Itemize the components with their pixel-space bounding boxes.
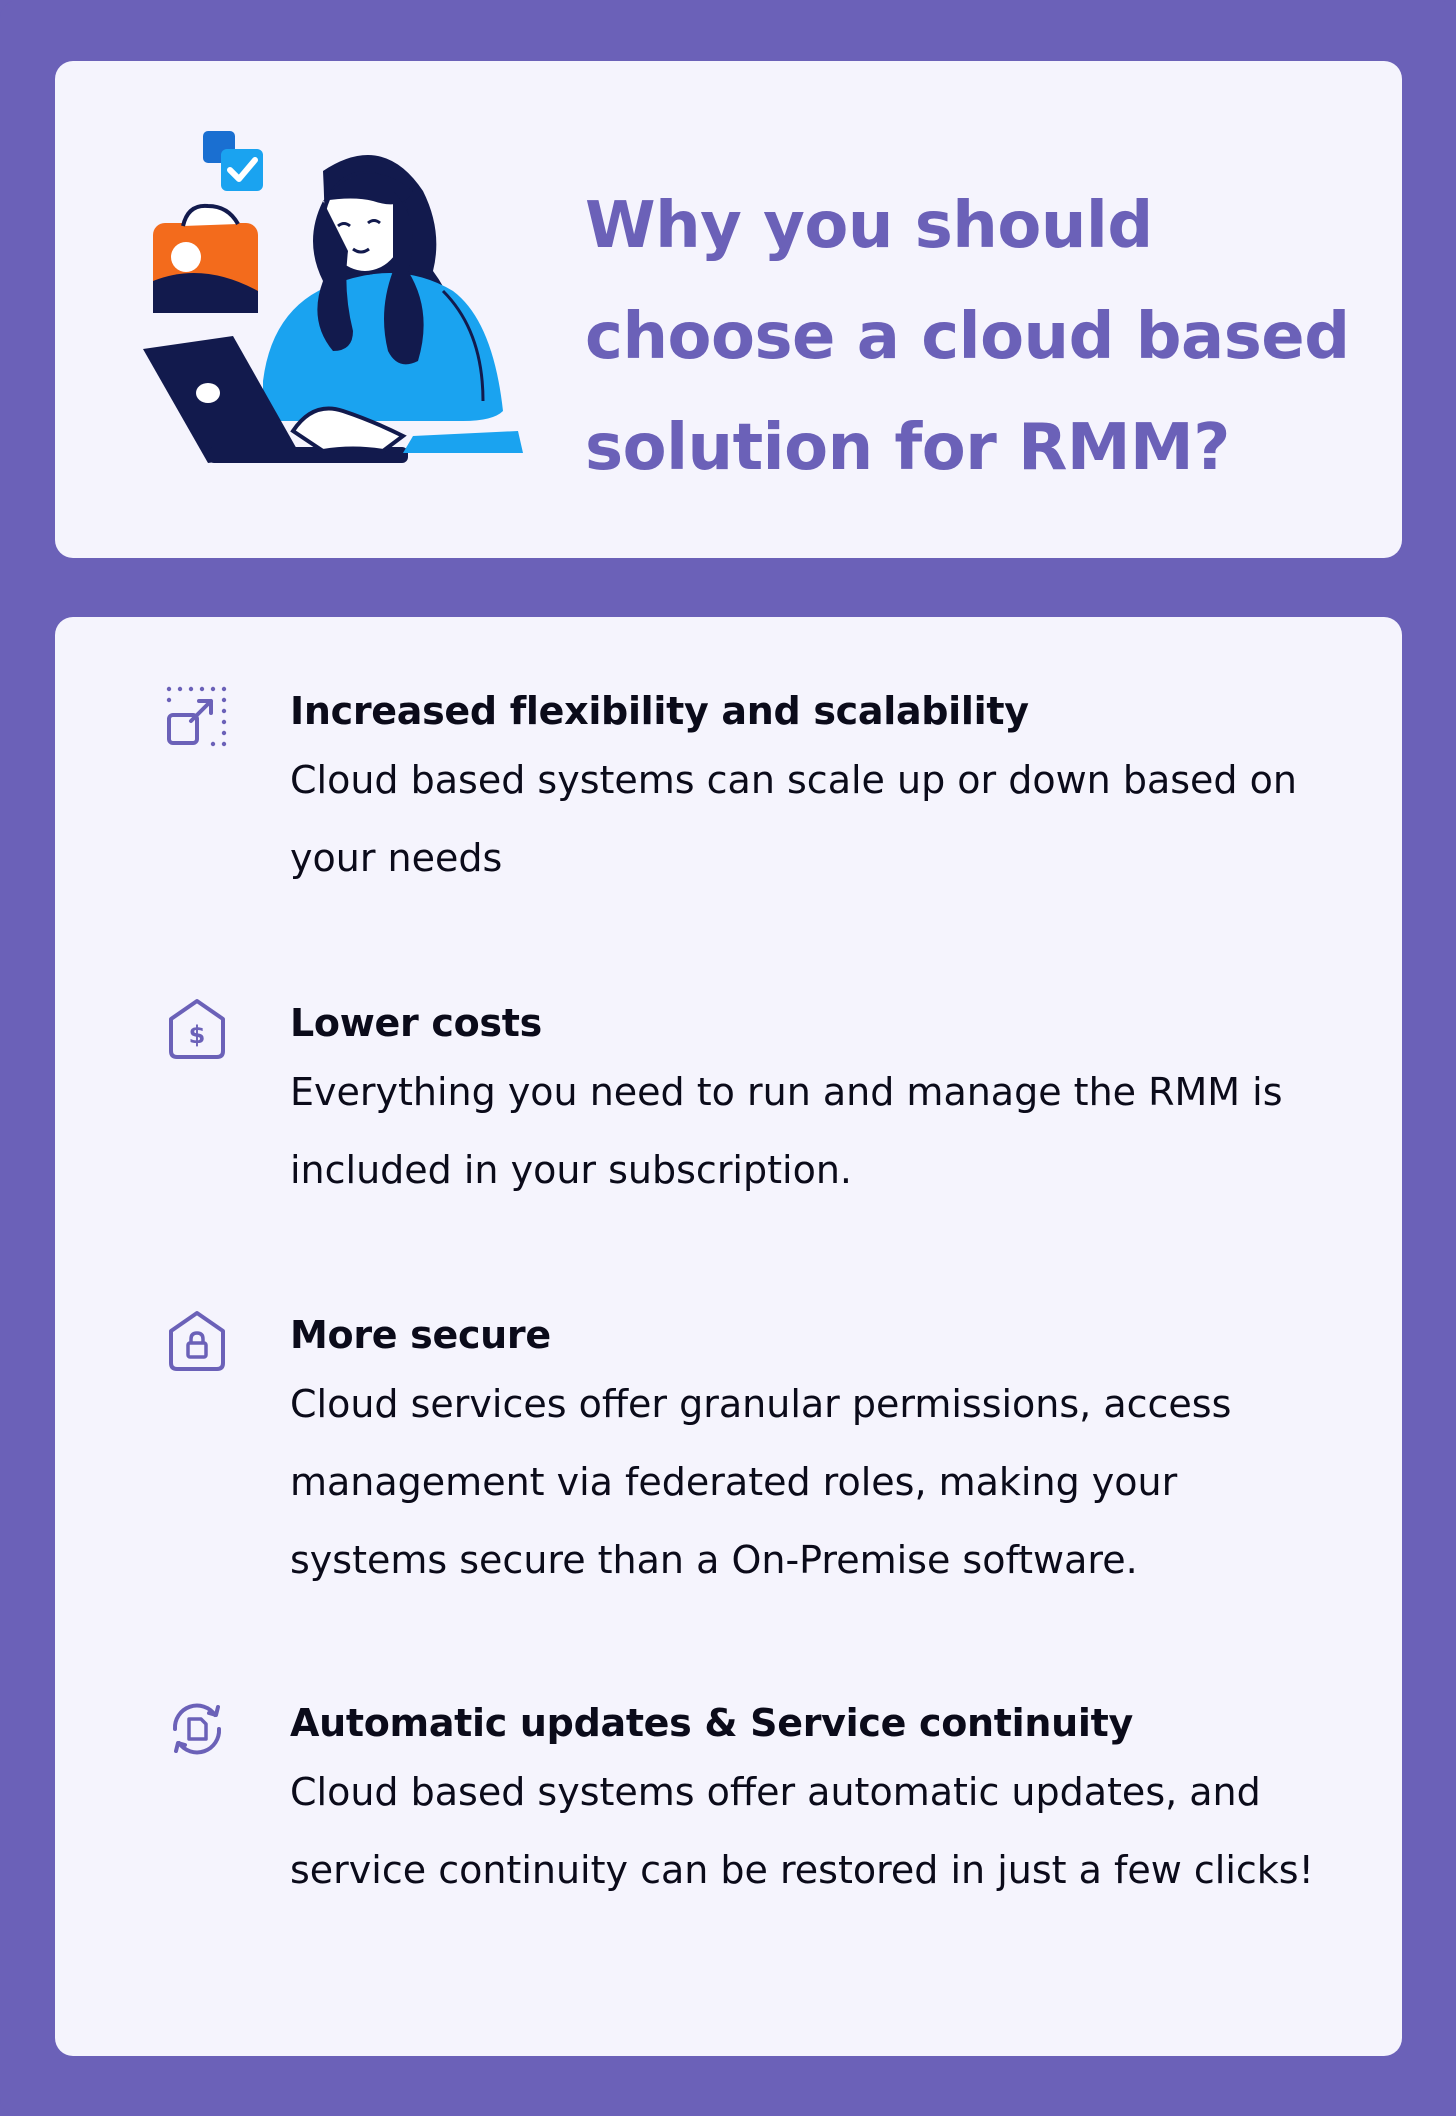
svg-text:$: $ (189, 1021, 206, 1049)
woman-laptop-illustration (143, 131, 523, 463)
feature-description: Cloud based systems can scale up or down… (290, 758, 1297, 880)
feature-title: Increased flexibility and scalability (290, 689, 1029, 733)
lock-shield-icon (165, 1309, 229, 1373)
features-card: Increased flexibility and scalability Cl… (55, 617, 1402, 2056)
dollar-shield-icon: $ (165, 997, 229, 1061)
feature-title: More secure (290, 1313, 551, 1357)
feature-title: Lower costs (290, 1001, 542, 1045)
feature-description: Everything you need to run and manage th… (290, 1070, 1283, 1192)
sync-document-icon (165, 1697, 229, 1761)
scale-resize-icon (165, 685, 229, 749)
feature-title: Automatic updates & Service continuity (290, 1701, 1133, 1745)
feature-description: Cloud based systems offer automatic upda… (290, 1770, 1314, 1892)
header-card: Why you should choose a cloud based solu… (55, 61, 1402, 558)
feature-description: Cloud services offer granular permission… (290, 1382, 1232, 1582)
page-title: Why you should choose a cloud based solu… (585, 189, 1350, 485)
